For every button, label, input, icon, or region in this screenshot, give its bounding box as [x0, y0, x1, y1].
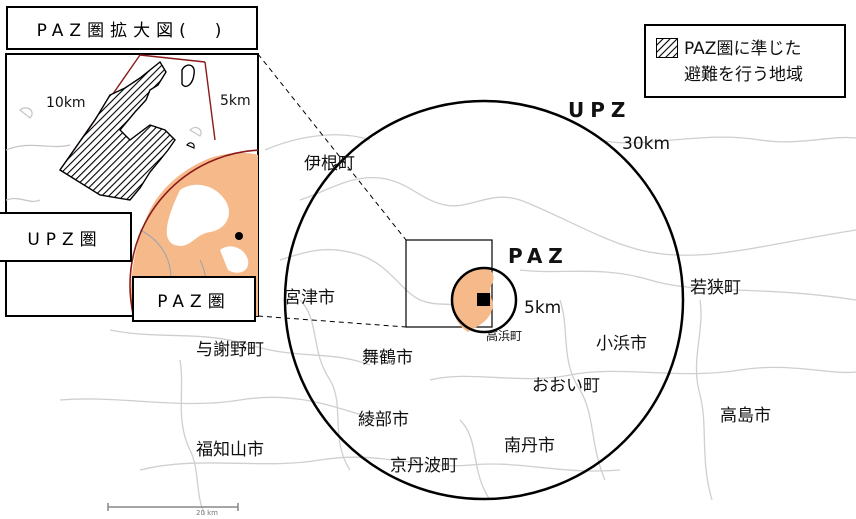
coastline-lines	[59, 134, 856, 516]
legend-line-2: 避難を行う地域	[684, 65, 803, 85]
paz-label: PAZ	[508, 244, 569, 268]
paz-zone-main	[450, 266, 518, 334]
inset-leader-lines	[257, 53, 407, 328]
power-plant-marker	[477, 293, 490, 306]
municipality-takashima: 高島市	[720, 406, 771, 426]
scale-bar-line	[107, 503, 239, 511]
hatch-swatch-icon	[656, 38, 678, 58]
upz-ring	[283, 99, 685, 501]
municipality-yosano: 与謝野町	[196, 340, 264, 360]
legend-line-1: PAZ圏に準じた	[684, 39, 802, 59]
scale-bar-label: 20 km	[196, 509, 219, 517]
plant-town-label: 高浜町	[486, 329, 523, 343]
municipality-maizuru: 舞鶴市	[362, 348, 413, 368]
municipality-ohi: おおい町	[532, 376, 600, 396]
inset-label-10km: 10km	[46, 95, 86, 111]
upz-radius-label: 30km	[622, 134, 671, 154]
municipality-wakasa: 若狭町	[690, 278, 741, 298]
inset-label-5km: 5km	[220, 93, 251, 109]
municipality-ayabe: 綾部市	[358, 410, 409, 430]
inset-title: PAZ圏拡大図( )	[6, 6, 258, 50]
paz-zone-callout: PAZ圏	[132, 276, 256, 322]
municipality-miyazu: 宮津市	[284, 288, 335, 308]
municipality-ine: 伊根町	[304, 154, 355, 174]
municipality-nantan: 南丹市	[504, 436, 555, 456]
upz-zone-callout: UPZ圏	[0, 212, 132, 262]
municipality-kyotamba: 京丹波町	[390, 456, 458, 476]
legend-label: PAZ圏に準じた 避難を行う地域	[684, 36, 803, 88]
municipality-obama: 小浜市	[596, 334, 647, 354]
upz-label: UPZ	[568, 98, 632, 122]
paz-radius-label: 5km	[524, 298, 562, 318]
municipality-fukuchiyama: 福知山市	[196, 440, 264, 460]
power-plant-dot	[235, 232, 243, 240]
legend: PAZ圏に準じた 避難を行う地域	[644, 24, 846, 98]
paz-equivalent-area	[59, 60, 176, 201]
